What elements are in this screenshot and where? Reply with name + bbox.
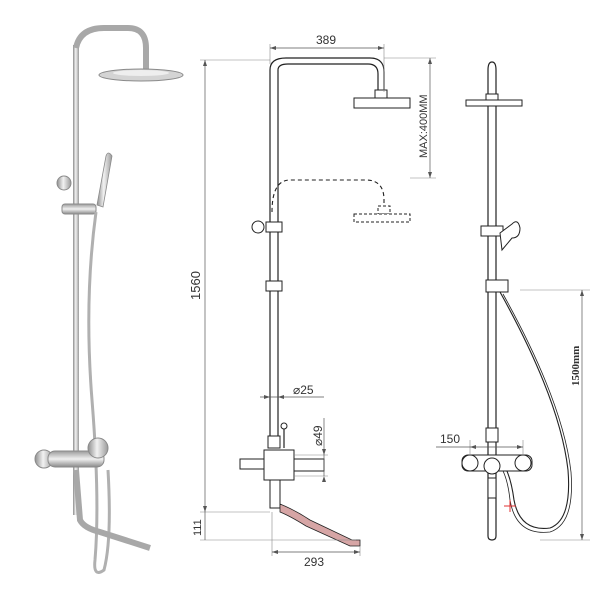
front-wall-bracket (265, 221, 283, 233)
side-slide-holder (485, 279, 509, 293)
side-rain-head (465, 99, 523, 107)
front-rain-head-lowered (353, 213, 411, 223)
dim-valve-spacing: 150 (440, 432, 460, 446)
dim-spout-length: 293 (304, 555, 324, 569)
front-rain-head-top (374, 89, 388, 99)
photo-handshower (96, 152, 113, 208)
side-hose (499, 291, 570, 529)
dim-valve-diameter: ⌀49 (311, 425, 325, 446)
dim-arm-width: 389 (316, 33, 336, 47)
front-handle-right (293, 458, 325, 472)
side-handle-left (461, 454, 479, 472)
dim-max-height: MAX:400MM (418, 94, 430, 158)
photo-mixer-body (47, 450, 105, 468)
side-handle-right (514, 454, 532, 472)
front-spout-base (269, 479, 281, 509)
front-mixer-body (263, 449, 295, 481)
front-shower-arm (269, 57, 385, 92)
front-slide-holder (265, 280, 283, 292)
photo-slide-holder (61, 203, 97, 215)
front-handle-left (239, 458, 265, 470)
photo-riser-pipe (73, 45, 79, 515)
photo-valve-right (87, 437, 109, 459)
photo-wall-bracket-upper (56, 175, 72, 191)
front-rain-head (353, 97, 411, 109)
photo-shower-arm (73, 25, 149, 72)
front-arm-lowered (271, 179, 385, 214)
front-view-drawing: 389 MAX:400MM 1560 ⌀25 ⌀49 293 111 (188, 33, 436, 569)
dim-handshower-height: 1500mm (570, 346, 582, 386)
front-diverter-knob (251, 220, 265, 234)
photo-hose (87, 211, 111, 574)
dim-spout-height: 111 (192, 519, 204, 536)
dim-pipe-diameter: ⌀25 (293, 383, 314, 397)
product-photo (34, 25, 184, 574)
side-handshower (499, 221, 521, 252)
dim-total-height: 1560 (188, 271, 203, 300)
photo-tub-spout (73, 469, 151, 551)
front-mixer-connector (267, 435, 281, 449)
side-view-drawing: 150 1500mm (436, 61, 590, 541)
